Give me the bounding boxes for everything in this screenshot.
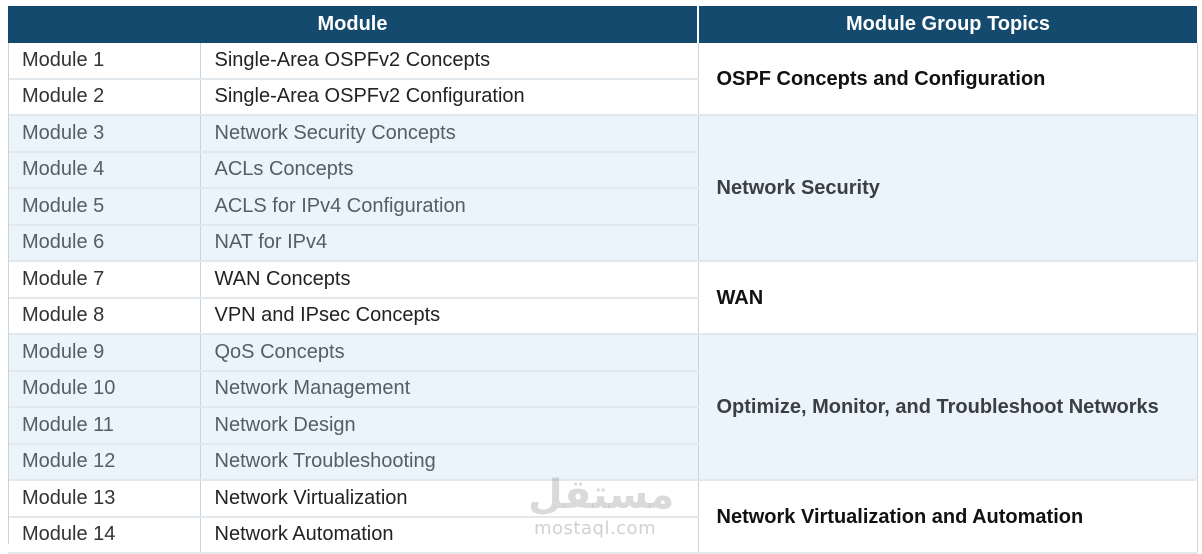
module-number: Module 9 (8, 334, 201, 372)
module-number: Module 4 (8, 151, 201, 189)
module-number: Module 6 (8, 224, 201, 262)
module-group-topic: WAN (698, 261, 1198, 335)
topics-column-header: Module Group Topics (698, 6, 1197, 43)
module-name: QoS Concepts (200, 334, 699, 372)
module-number: Module 7 (8, 261, 201, 299)
module-name: Network Design (200, 407, 699, 445)
module-name: Network Automation (200, 516, 699, 554)
module-number: Module 2 (8, 78, 201, 116)
module-column-header: Module (8, 6, 699, 43)
module-group-topic: OSPF Concepts and Configuration (698, 43, 1198, 116)
module-number: Module 10 (8, 370, 201, 408)
module-name: Network Troubleshooting (200, 443, 699, 481)
module-number: Module 12 (8, 443, 201, 481)
module-number: Module 14 (8, 516, 201, 554)
module-group-topic: Network Security (698, 115, 1198, 262)
module-name: Network Virtualization (200, 480, 699, 518)
module-group-topic: Optimize, Monitor, and Troubleshoot Netw… (698, 334, 1198, 481)
module-number: Module 11 (8, 407, 201, 445)
module-name: Single-Area OSPFv2 Configuration (200, 78, 699, 116)
module-group-topic: Network Virtualization and Automation (698, 480, 1198, 554)
module-name: Single-Area OSPFv2 Concepts (200, 43, 699, 80)
module-number: Module 13 (8, 480, 201, 518)
module-name: ACLs Concepts (200, 151, 699, 189)
module-name: WAN Concepts (200, 261, 699, 299)
table-header: Module Module Group Topics (8, 6, 1197, 43)
module-name: Network Management (200, 370, 699, 408)
module-number: Module 8 (8, 297, 201, 335)
module-name: Network Security Concepts (200, 115, 699, 153)
module-number: Module 5 (8, 188, 201, 226)
module-number: Module 3 (8, 115, 201, 153)
module-number: Module 1 (8, 43, 201, 80)
module-name: VPN and IPsec Concepts (200, 297, 699, 335)
module-name: ACLS for IPv4 Configuration (200, 188, 699, 226)
module-name: NAT for IPv4 (200, 224, 699, 262)
